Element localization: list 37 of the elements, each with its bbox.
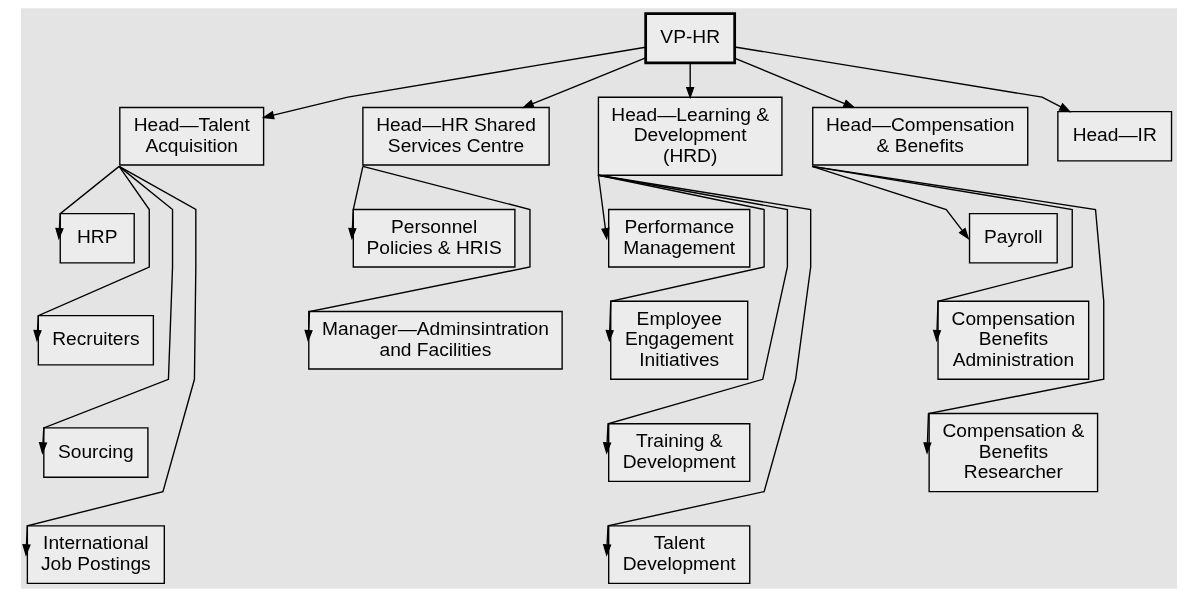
node-box: Recruiters — [37, 314, 155, 366]
arrow — [734, 57, 856, 109]
arrow — [304, 165, 531, 343]
arrow — [22, 165, 197, 557]
node-box: Head—Learning & Development (HRD) — [597, 96, 783, 176]
node-box: Manager—Adminsintration and Facilities — [308, 310, 563, 370]
arrow — [811, 165, 1105, 455]
node-box: Talent Development — [608, 525, 751, 585]
node-box: International Job Postings — [26, 525, 165, 585]
node-box: VP-HR — [644, 12, 737, 65]
arrow — [597, 174, 765, 343]
arrow — [811, 165, 970, 240]
node-box: HRP — [59, 212, 135, 264]
arrow — [597, 174, 610, 241]
node-box: Head—Compensation & Benefits — [812, 106, 1029, 166]
arrow — [38, 165, 174, 455]
arrow — [685, 62, 695, 100]
node-box: Personnel Policies & HRIS — [352, 208, 516, 268]
arrow — [597, 174, 812, 557]
node-box: Sourcing — [43, 427, 149, 478]
arrow — [348, 165, 364, 241]
node-box: Payroll — [968, 212, 1058, 264]
arrow — [33, 165, 150, 343]
node-box: Head—IR — [1057, 110, 1173, 162]
arrow — [811, 165, 1073, 343]
node-box: Performance Management — [608, 208, 751, 268]
arrow — [734, 46, 1072, 113]
arrow — [521, 57, 647, 109]
arrow — [55, 165, 120, 241]
node-box: Head—HR Shared Services Centre — [362, 106, 550, 166]
arrow — [597, 174, 789, 455]
node-box: Training & Development — [608, 423, 751, 482]
node-box: Head—Talent Acquisition — [119, 106, 265, 166]
node-box: Compensation & Benefits Researcher — [928, 412, 1099, 493]
node-box: Employee Engagement Initiatives — [610, 300, 749, 380]
arrow — [261, 46, 647, 120]
node-box: Compensation Benefits Administration — [937, 300, 1090, 380]
